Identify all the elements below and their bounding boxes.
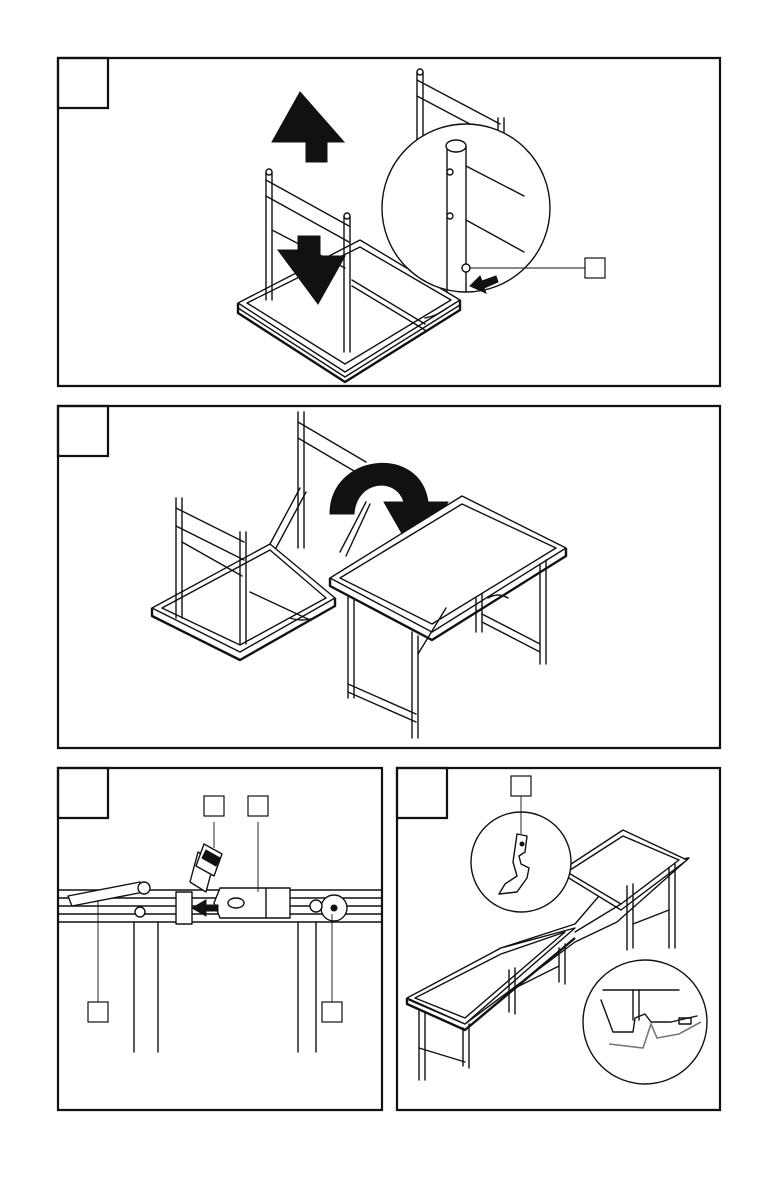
- clip-detail-magnifier: [471, 776, 571, 912]
- figure-3-drawing: [0, 752, 389, 1122]
- latch-handle: [68, 882, 150, 917]
- upright-table: [330, 496, 566, 738]
- figure-4-drawing: [389, 752, 778, 1122]
- callout-box-4: [322, 1002, 342, 1022]
- inverted-table: [152, 412, 370, 660]
- figure-panel-1: [0, 0, 778, 392]
- figure-4-step-box: [397, 768, 447, 818]
- figure-1-step-box: [58, 58, 108, 108]
- figure-panel-4: [389, 752, 778, 1122]
- figure-2-step-box: [58, 406, 108, 456]
- up-arrow-icon: [272, 92, 344, 162]
- callout-box-2: [248, 796, 268, 816]
- callout-box-3: [88, 1002, 108, 1022]
- callout-box-1: [204, 796, 224, 816]
- figure-panel-3: [0, 752, 389, 1122]
- detail-magnifier: [382, 124, 585, 293]
- figure-2-drawing: [0, 392, 778, 752]
- connector-clip: [176, 844, 290, 924]
- figure-1-drawing: [0, 0, 778, 392]
- wing-nut: [310, 895, 347, 921]
- figure-3-step-box: [58, 768, 108, 818]
- callout-box: [585, 258, 605, 278]
- joint-detail-magnifier: [583, 960, 707, 1084]
- callout-box: [511, 776, 531, 796]
- figure-panel-2: [0, 392, 778, 752]
- figure-3-frame: [58, 768, 382, 1110]
